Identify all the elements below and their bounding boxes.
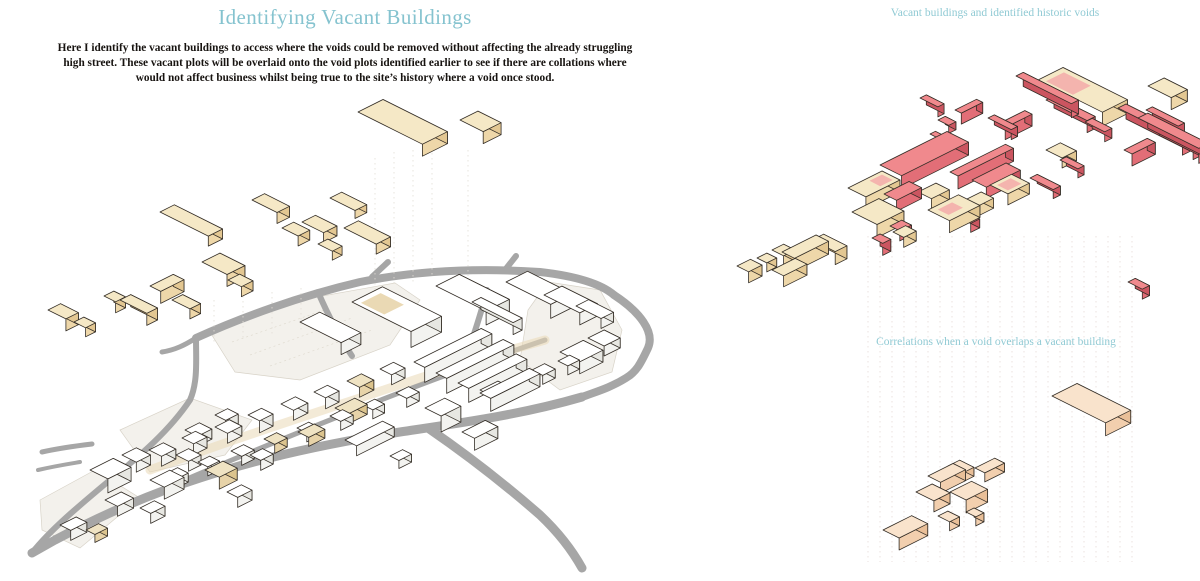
correlation-buildings: [882, 383, 1132, 551]
drop-lines-left: [213, 148, 469, 342]
page-title: Identifying Vacant Buildings: [218, 5, 472, 29]
site-axonometric-map: [59, 270, 621, 543]
label-vacant-and-voids: Vacant buildings and identified historic…: [890, 7, 1100, 19]
intro-paragraph: Here I identify the vacant buildings to …: [57, 42, 633, 85]
vacant-buildings-left: [47, 99, 502, 338]
voids-and-vacant-diagram: [736, 67, 1200, 300]
label-correlations: Correlations when a void overlaps a vaca…: [876, 336, 1116, 348]
